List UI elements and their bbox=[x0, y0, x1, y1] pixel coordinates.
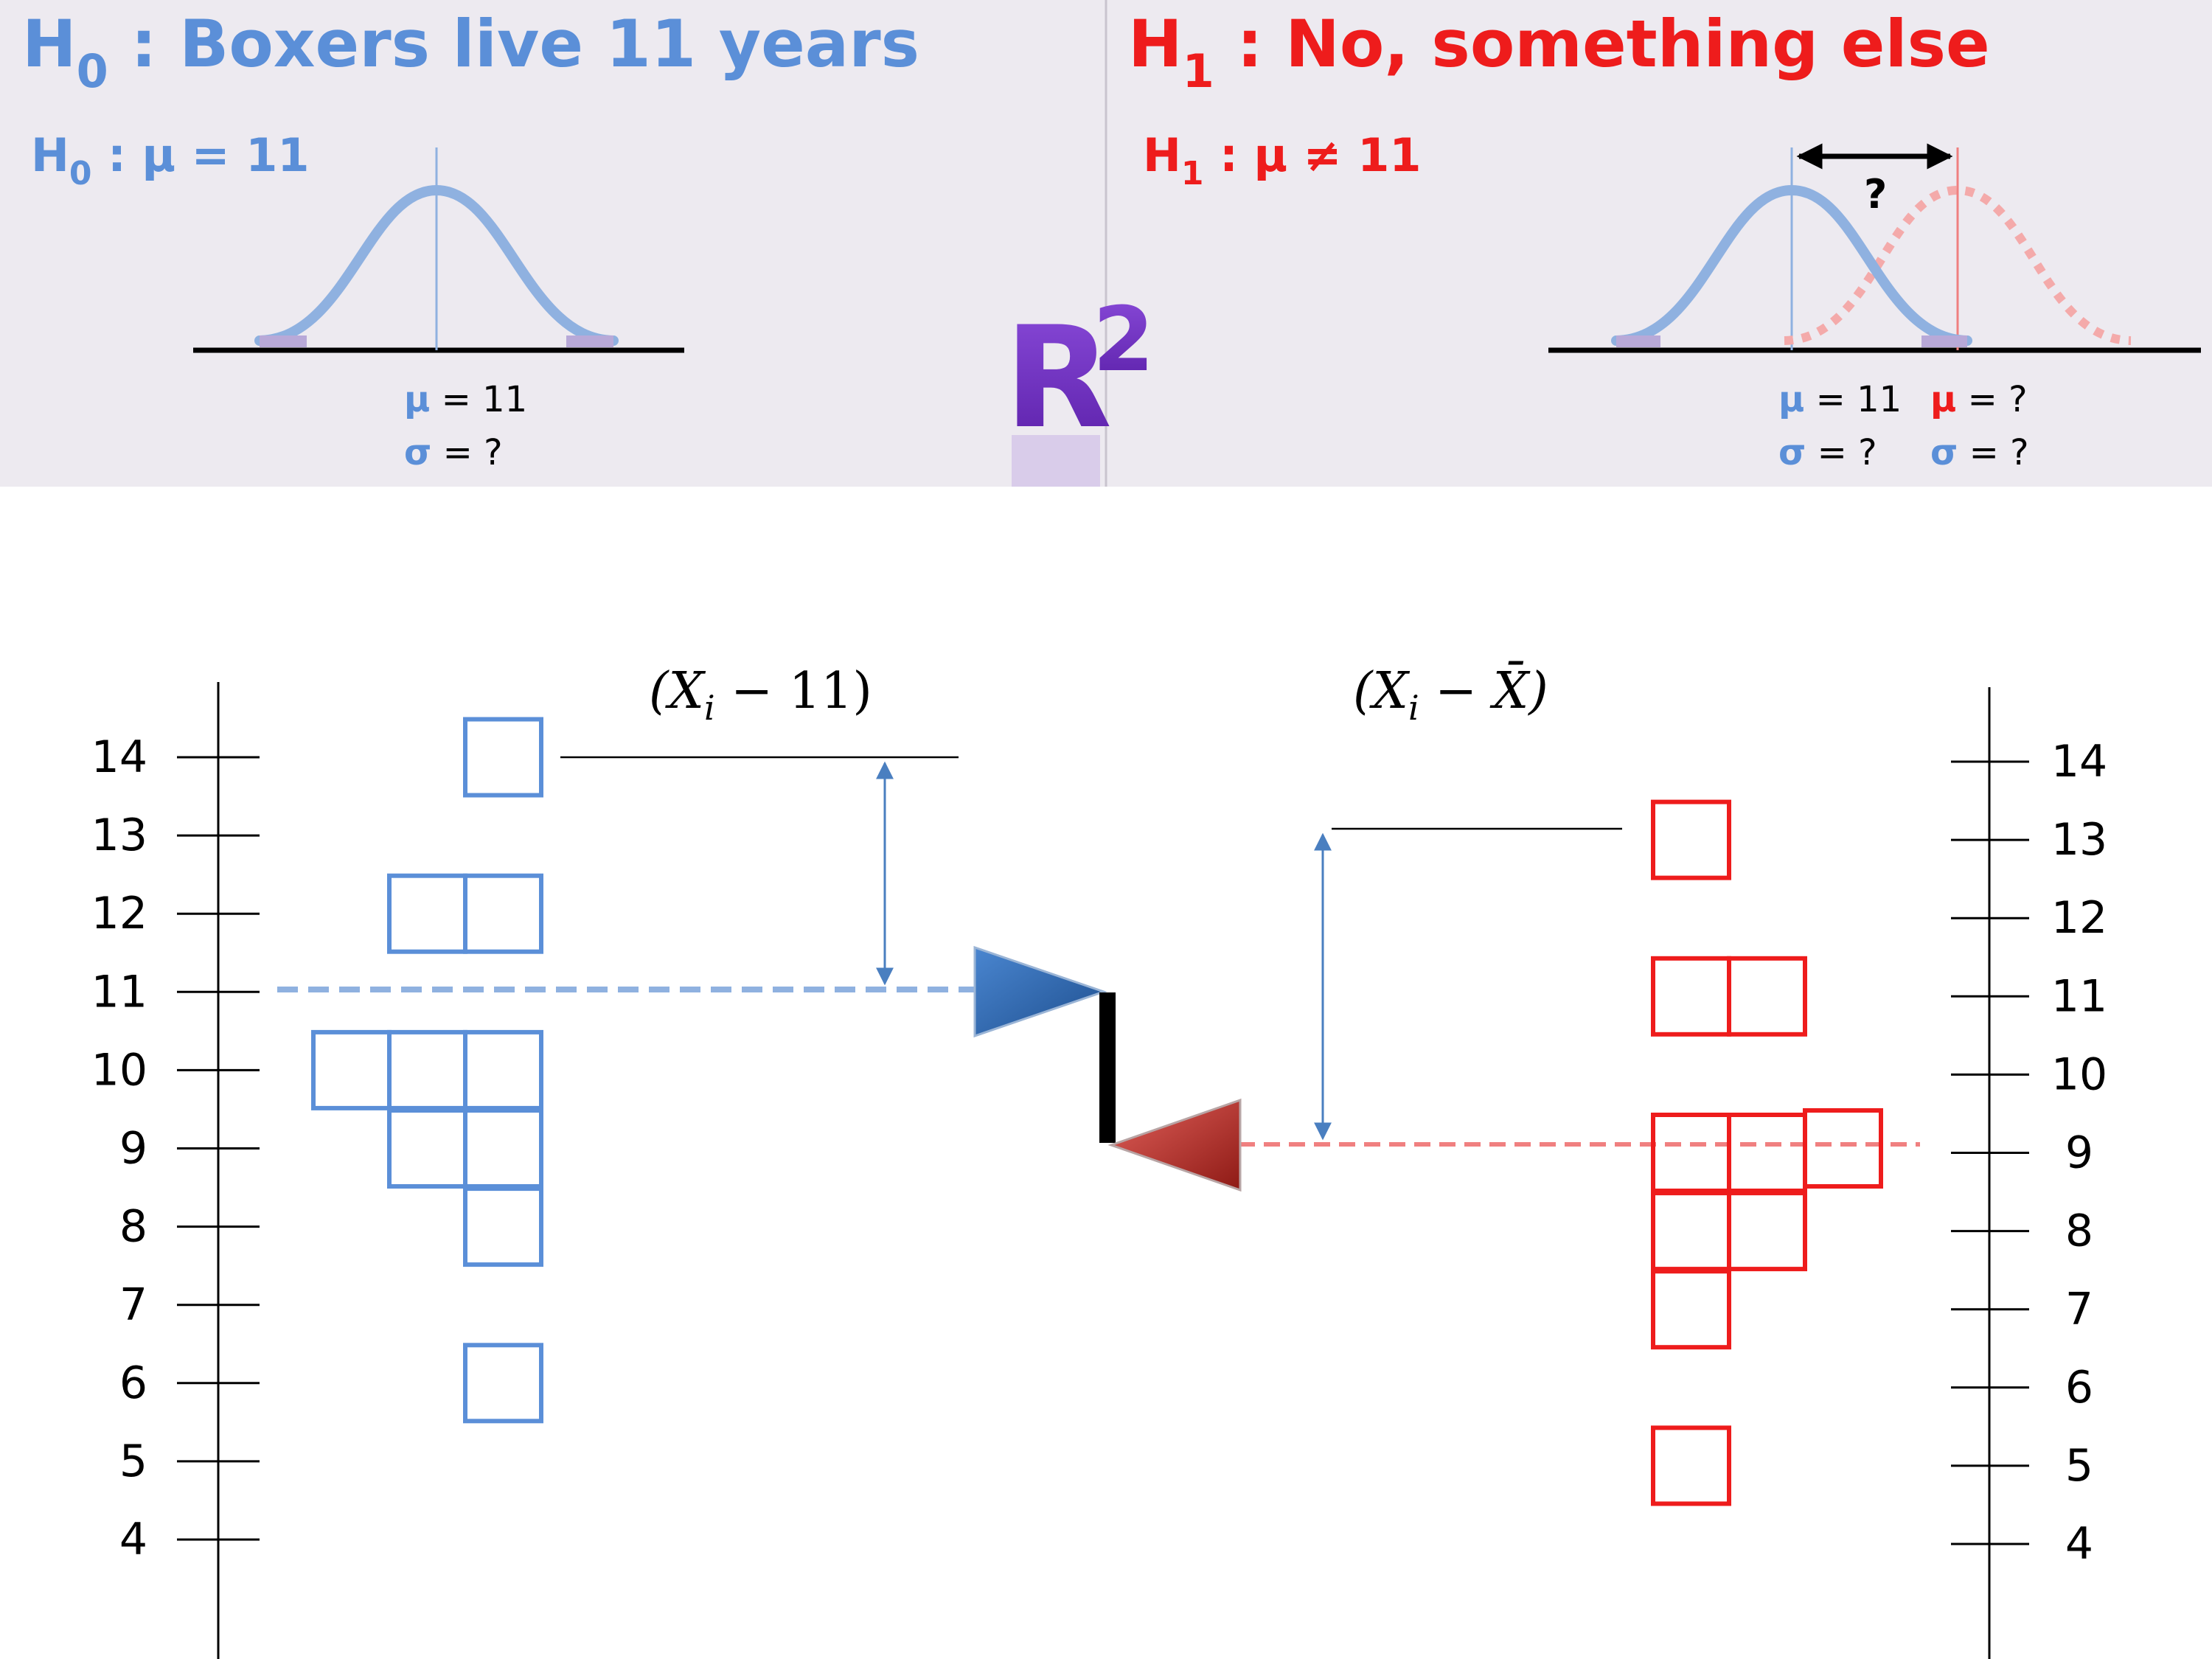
logo-letter: R bbox=[1004, 296, 1112, 459]
right-deviation-formula: (Xi − X̄) bbox=[1353, 662, 1548, 728]
logo-reflection bbox=[1012, 435, 1100, 487]
left-data-box bbox=[311, 1029, 392, 1110]
right-box-stack bbox=[1651, 799, 1883, 1506]
r-squared-logo: R 2 bbox=[1004, 289, 1155, 487]
h0-distribution-plot bbox=[193, 147, 684, 353]
left-data-box bbox=[387, 1029, 467, 1110]
right-tick-label: 12 bbox=[2051, 892, 2107, 944]
right-data-box bbox=[1651, 1425, 1731, 1506]
right-data-box bbox=[1727, 1191, 1807, 1272]
left-data-box bbox=[387, 873, 467, 954]
h1-alt-bell-curve bbox=[1784, 185, 2132, 345]
right-data-box bbox=[1803, 1108, 1883, 1189]
right-tick-label: 14 bbox=[2051, 736, 2107, 787]
right-data-box bbox=[1727, 1113, 1807, 1193]
h0-left-tail bbox=[260, 335, 307, 347]
right-tick-label: 9 bbox=[2065, 1127, 2093, 1179]
blue-triangle-pointer bbox=[973, 945, 1107, 1038]
left-data-box bbox=[463, 873, 543, 954]
h1-right-tail bbox=[1921, 335, 1967, 347]
right-tick-label: 7 bbox=[2065, 1284, 2093, 1335]
h0-right-tail bbox=[566, 335, 613, 347]
left-tick-label: 5 bbox=[119, 1436, 147, 1487]
left-data-box bbox=[387, 1108, 467, 1189]
h1-alt-sigma-label: σ = ? bbox=[1930, 432, 2029, 473]
right-data-box bbox=[1651, 1191, 1731, 1272]
right-tick-label: 6 bbox=[2065, 1362, 2093, 1413]
h0-mu-label: μ = 11 bbox=[404, 379, 527, 420]
right-axis-ticks: 14 13 12 11 10 9 8 7 6 5 4 bbox=[1951, 736, 2107, 1570]
left-tick-label: 12 bbox=[91, 888, 147, 939]
h1-null-mu-label: μ = 11 bbox=[1778, 379, 1902, 420]
right-tick-label: 4 bbox=[2065, 1518, 2093, 1570]
h0-title: H0 : Boxers live 11 years bbox=[22, 6, 919, 98]
h1-null-bell-curve bbox=[1611, 184, 1972, 346]
h0-bell-curve bbox=[254, 184, 619, 346]
right-tick-label: 10 bbox=[2051, 1048, 2107, 1100]
red-triangle-pointer bbox=[1107, 1098, 1242, 1192]
left-data-box bbox=[463, 1029, 543, 1110]
left-tick-label: 13 bbox=[91, 810, 147, 861]
left-tick-label: 8 bbox=[119, 1201, 147, 1253]
shift-indicator bbox=[973, 945, 1242, 1192]
h1-formula: H1 : μ ≠ 11 bbox=[1143, 128, 1422, 192]
right-data-box bbox=[1651, 956, 1731, 1037]
h1-left-tail bbox=[1616, 335, 1660, 347]
left-tick-label: 9 bbox=[119, 1123, 147, 1175]
left-tick-label: 6 bbox=[119, 1357, 147, 1409]
h1-alt-mu-label: μ = ? bbox=[1930, 379, 2028, 420]
left-data-box bbox=[463, 1186, 543, 1267]
h1-distribution-plot: ? bbox=[1548, 143, 2201, 353]
right-tick-label: 8 bbox=[2065, 1206, 2093, 1257]
right-data-box bbox=[1727, 956, 1807, 1037]
shift-connector-bar bbox=[1099, 992, 1116, 1143]
right-data-box bbox=[1651, 1113, 1731, 1193]
right-tick-label: 11 bbox=[2051, 970, 2107, 1022]
h1-null-sigma-label: σ = ? bbox=[1778, 432, 1877, 473]
left-tick-label: 7 bbox=[119, 1279, 147, 1331]
h1-title: H1 : No, something else bbox=[1128, 6, 1990, 98]
left-box-stack bbox=[311, 717, 543, 1424]
left-tick-label: 4 bbox=[119, 1514, 147, 1565]
left-deviation-formula: (Xi − 11) bbox=[649, 662, 872, 728]
h0-formula: H0 : μ = 11 bbox=[31, 128, 310, 192]
left-data-box bbox=[463, 1343, 543, 1424]
left-tick-label: 14 bbox=[91, 731, 147, 783]
right-data-box bbox=[1651, 1269, 1731, 1350]
right-data-box bbox=[1651, 799, 1731, 880]
left-data-box bbox=[463, 717, 543, 798]
left-tick-label: 10 bbox=[91, 1044, 147, 1096]
left-axis-ticks: 14 13 12 11 10 9 8 7 6 5 4 bbox=[91, 731, 260, 1565]
left-tick-label: 11 bbox=[91, 966, 147, 1018]
right-tick-label: 5 bbox=[2065, 1440, 2093, 1492]
left-data-box bbox=[463, 1108, 543, 1189]
right-tick-label: 13 bbox=[2051, 814, 2107, 866]
mean-gap-question: ? bbox=[1864, 171, 1887, 218]
logo-superscript: 2 bbox=[1093, 289, 1155, 392]
h0-sigma-label: σ = ? bbox=[404, 432, 503, 473]
